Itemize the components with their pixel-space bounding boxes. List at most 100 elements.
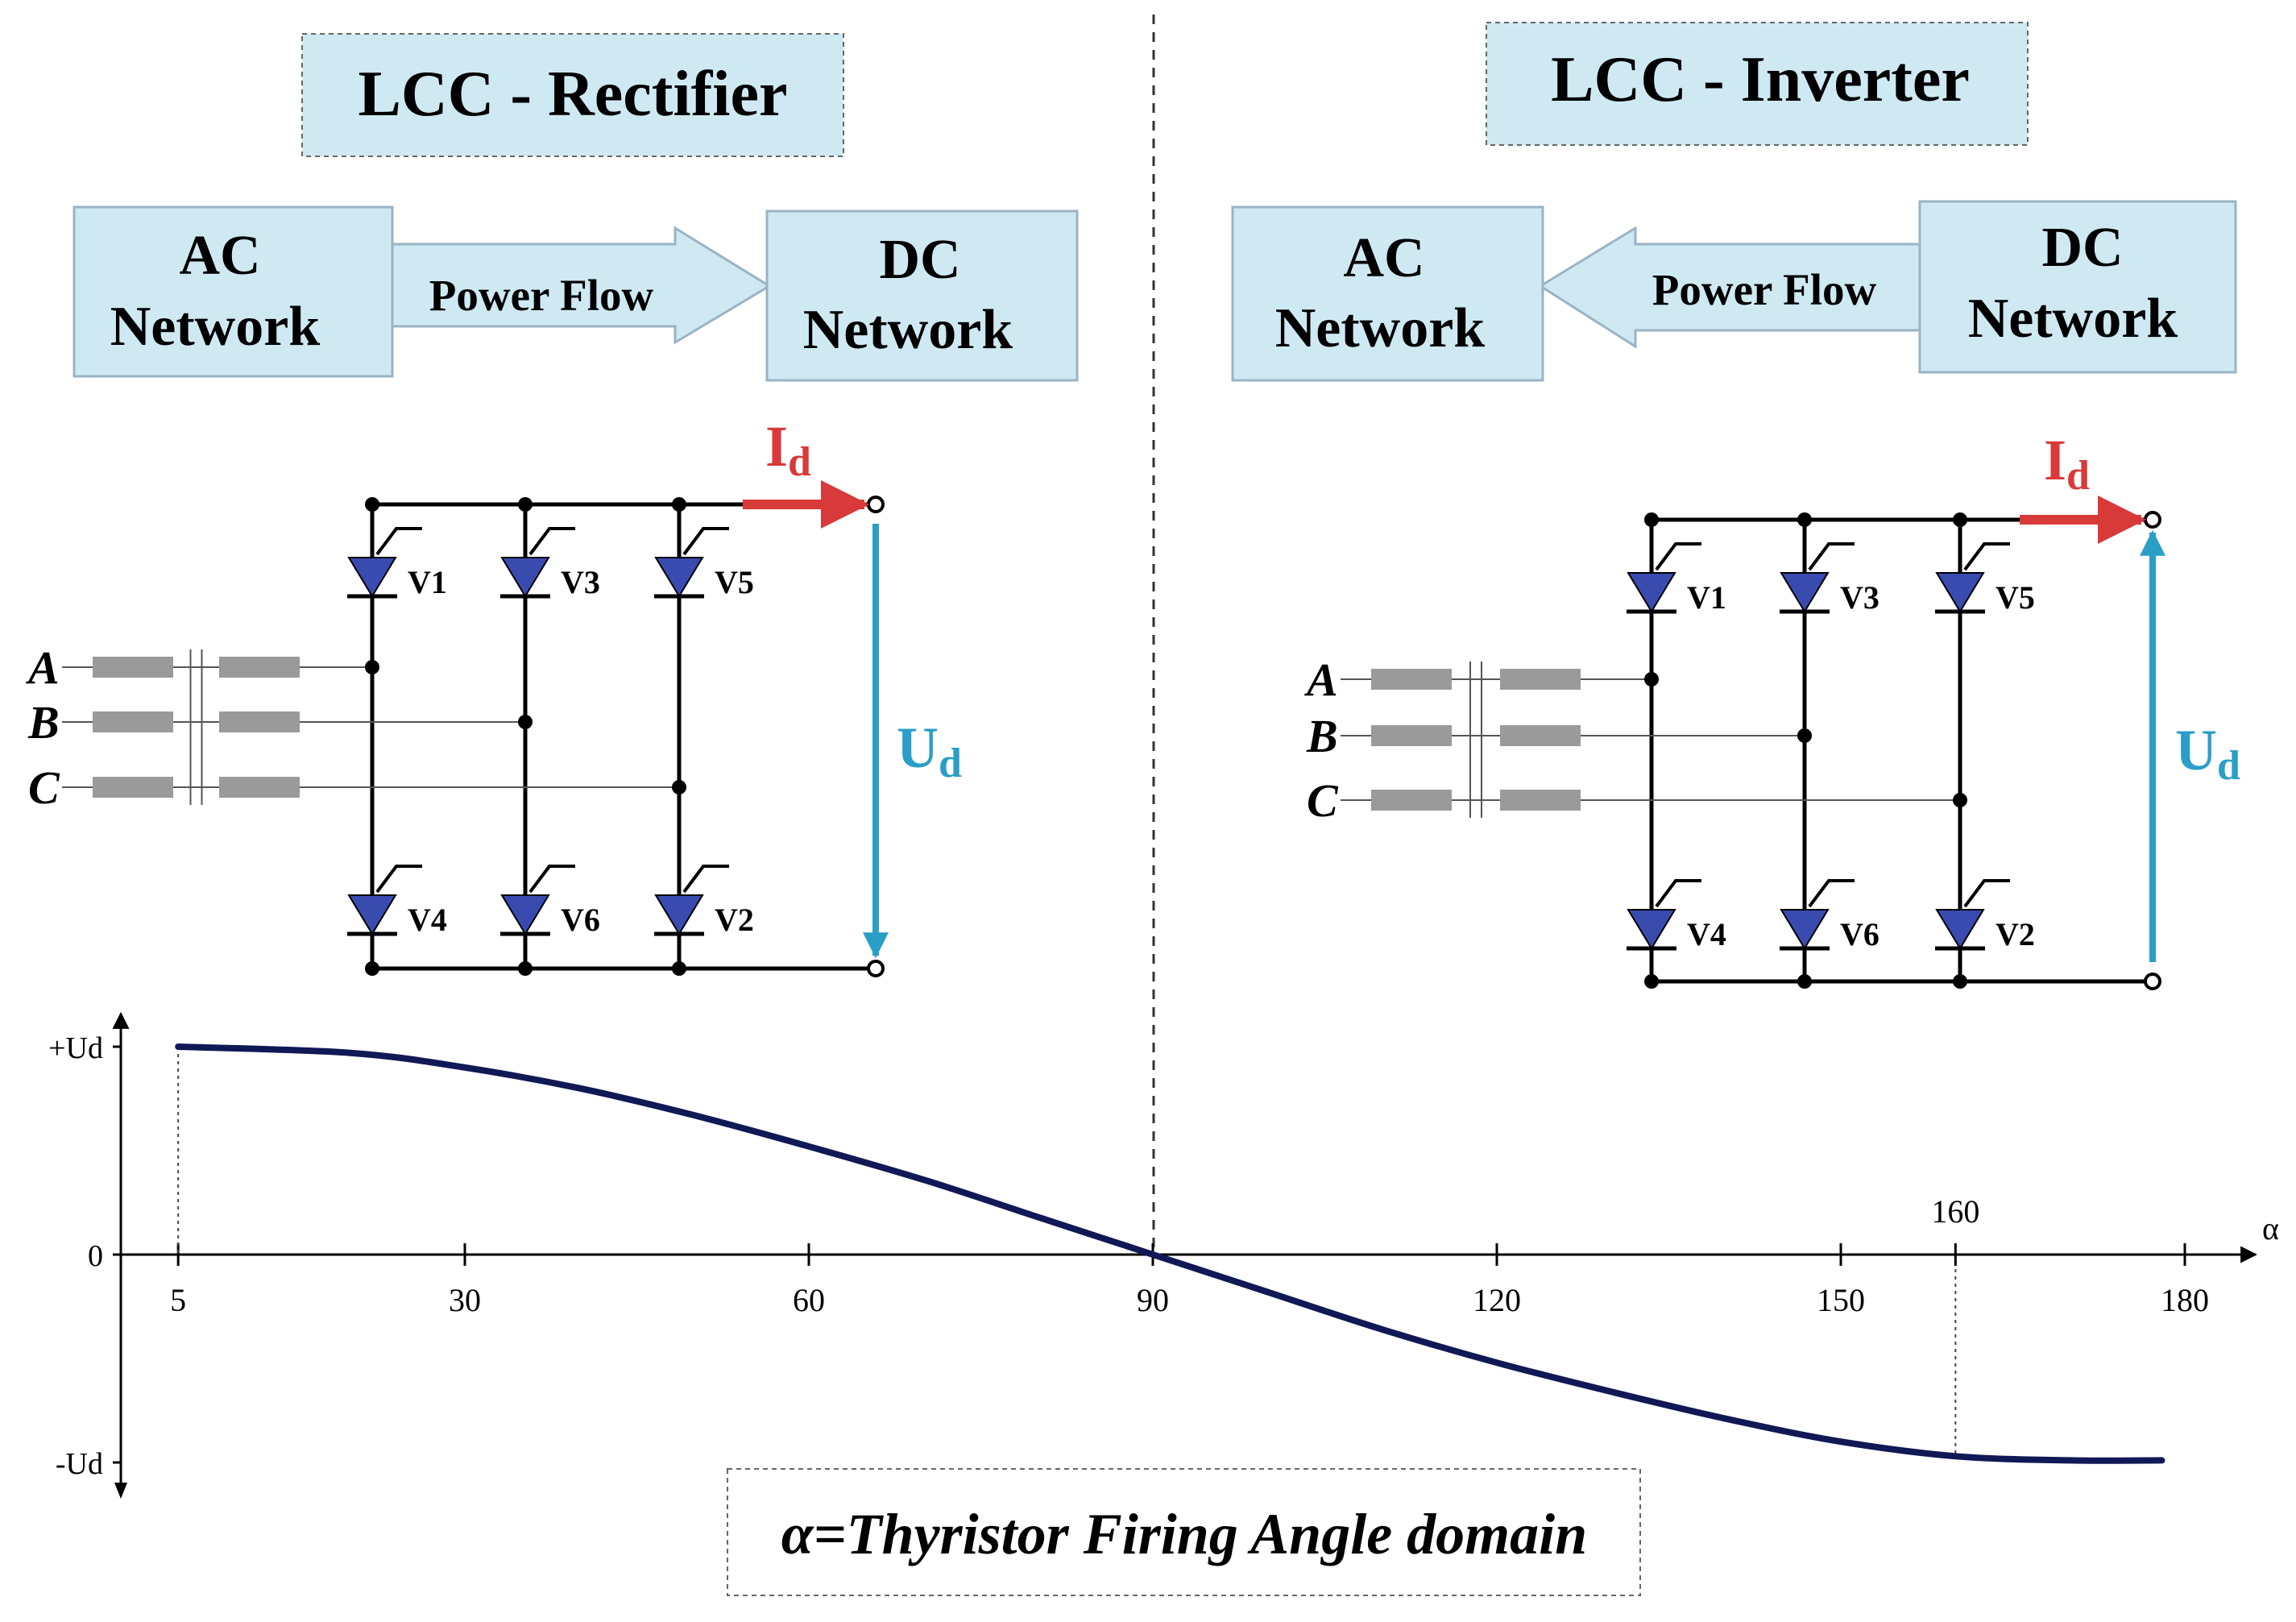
rectifier-thyristor-v3-triangle <box>500 557 550 598</box>
rectifier-current-label: Id <box>765 414 811 485</box>
inverter-phase-a-reactor-2 <box>1500 669 1581 690</box>
inverter-thyristor-v1-triangle <box>1627 572 1676 613</box>
inverter-phase-c-label: C <box>1307 774 1339 827</box>
inverter-thyristor-v6-gate <box>1808 879 1855 908</box>
rectifier-ac-label-1: AC <box>179 225 260 287</box>
rectifier-thyristor-v3-gate <box>528 527 575 556</box>
x-tick-label-30: 30 <box>449 1282 481 1318</box>
rectifier-thyristor-v4-gate <box>375 865 422 894</box>
inverter-node-top-1 <box>1644 512 1659 527</box>
rectifier-thyristor-v2-gate <box>682 865 729 894</box>
rectifier-thyristor-v1-label: V1 <box>408 564 447 600</box>
rectifier-thyristor-v4-triangle <box>347 894 397 935</box>
inverter-thyristor-v4-label: V4 <box>1687 916 1726 952</box>
rectifier-thyristor-v5-triangle <box>654 557 704 598</box>
y-tick-label-Ud: +Ud <box>48 1031 103 1065</box>
rectifier-terminal-positive <box>867 496 885 513</box>
x-axis-symbol: α <box>2262 1210 2279 1247</box>
inverter-section: LCC - Inverter AC Network DC Network Pow… <box>1231 22 2240 990</box>
x-tick-label-180: 180 <box>2161 1282 2209 1318</box>
rectifier-dc-label-2: Network <box>803 299 1013 361</box>
rectifier-power-flow-label: Power Flow <box>429 271 654 320</box>
caption-text: α=Thyristor Firing Angle domain <box>781 1502 1587 1566</box>
inverter-title-box <box>1486 22 2029 146</box>
rectifier-phase-c-reactor-2 <box>219 777 300 798</box>
rectifier-phase-a-label: A <box>26 641 60 694</box>
x-tick-label-5: 5 <box>170 1282 186 1318</box>
inverter-current-label: Id <box>2044 428 2090 499</box>
inverter-thyristor-v3-label: V3 <box>1840 579 1879 616</box>
inverter-node-bottom-2 <box>1797 974 1812 989</box>
inverter-power-flow-label: Power Flow <box>1652 265 1877 314</box>
rectifier-thyristor-v2-triangle <box>654 894 704 935</box>
rectifier-thyristor-v5-gate <box>682 527 729 556</box>
inverter-ac-label-2: Network <box>1275 297 1486 359</box>
inverter-phase-b-node <box>1797 728 1812 743</box>
x-marker-label-160: 160 <box>1931 1193 1979 1230</box>
rectifier-node-top-3 <box>672 497 686 512</box>
rectifier-phase-b-reactor-2 <box>219 711 300 732</box>
inverter-terminal-positive <box>2144 511 2161 529</box>
rectifier-terminal-negative <box>867 960 885 977</box>
rectifier-dc-label-1: DC <box>879 229 960 291</box>
rectifier-voltage-label: Ud <box>897 716 962 786</box>
rectifier-node-bottom-3 <box>672 961 686 976</box>
rectifier-node-top-1 <box>365 497 379 512</box>
inverter-thyristor-v3-triangle <box>1780 572 1830 613</box>
inverter-thyristor-v4-triangle <box>1627 909 1676 950</box>
rectifier-thyristor-v1-gate <box>375 527 422 556</box>
ud-vs-alpha-curve <box>175 1043 2165 1464</box>
rectifier-dc-network-box <box>765 209 1079 382</box>
inverter-thyristor-v5-label: V5 <box>1996 579 2035 616</box>
inverter-thyristor-v3-gate <box>1808 542 1855 571</box>
rectifier-phase-c-reactor-1 <box>93 777 173 798</box>
inverter-phase-b-reactor-1 <box>1371 725 1452 746</box>
inverter-ac-label-1: AC <box>1343 227 1424 289</box>
inverter-phase-c-reactor-2 <box>1500 790 1581 811</box>
x-tick-label-150: 150 <box>1817 1282 1865 1318</box>
inverter-thyristor-v1-label: V1 <box>1687 579 1726 616</box>
rectifier-title: LCC - Rectifier <box>358 59 787 130</box>
inverter-thyristor-v5-triangle <box>1935 572 1985 613</box>
rectifier-thyristor-v5-label: V5 <box>715 564 754 600</box>
rectifier-phase-c-node <box>672 780 686 794</box>
rectifier-thyristor-v2-label: V2 <box>715 902 754 938</box>
rectifier-phase-b-label: B <box>27 696 60 749</box>
inverter-node-top-2 <box>1797 512 1812 527</box>
rectifier-thyristor-v3-label: V3 <box>561 564 600 600</box>
inverter-power-flow-arrow <box>1538 226 1923 349</box>
inverter-thyristor-v2-triangle <box>1935 909 1985 950</box>
inverter-node-top-3 <box>1953 512 1967 527</box>
rectifier-title-box <box>301 33 844 157</box>
inverter-phase-b-label: B <box>1306 710 1338 762</box>
inverter-phase-a-node <box>1644 672 1659 687</box>
rectifier-ac-label-2: Network <box>110 296 321 358</box>
inverter-phase-c-reactor-1 <box>1371 790 1452 811</box>
inverter-thyristor-v2-gate <box>1963 879 2010 908</box>
rectifier-thyristor-v4-label: V4 <box>408 902 447 938</box>
rectifier-phase-a-reactor-2 <box>219 657 300 678</box>
inverter-phase-b-reactor-2 <box>1500 725 1581 746</box>
rectifier-phase-b-reactor-1 <box>93 711 173 732</box>
inverter-phase-a-reactor-1 <box>1371 669 1452 690</box>
rectifier-thyristor-v6-triangle <box>500 894 550 935</box>
inverter-phase-a-label: A <box>1304 653 1338 706</box>
x-tick-label-90: 90 <box>1137 1282 1169 1318</box>
x-tick-label-60: 60 <box>793 1282 825 1318</box>
caption-box <box>727 1468 1641 1596</box>
inverter-voltage-label: Ud <box>2175 718 2240 789</box>
y-tick-label-0: 0 <box>88 1239 103 1273</box>
inverter-node-bottom-3 <box>1953 974 1967 989</box>
inverter-dc-network-box <box>1918 200 2237 374</box>
inverter-thyristor-v6-label: V6 <box>1840 916 1879 952</box>
inverter-thyristor-v1-gate <box>1655 542 1701 571</box>
rectifier-node-bottom-1 <box>365 961 379 976</box>
rectifier-thyristor-v1-triangle <box>347 557 397 598</box>
rectifier-node-bottom-2 <box>518 961 533 976</box>
inverter-thyristor-v5-gate <box>1963 542 2010 571</box>
y-tick-label-Ud: -Ud <box>56 1447 103 1481</box>
